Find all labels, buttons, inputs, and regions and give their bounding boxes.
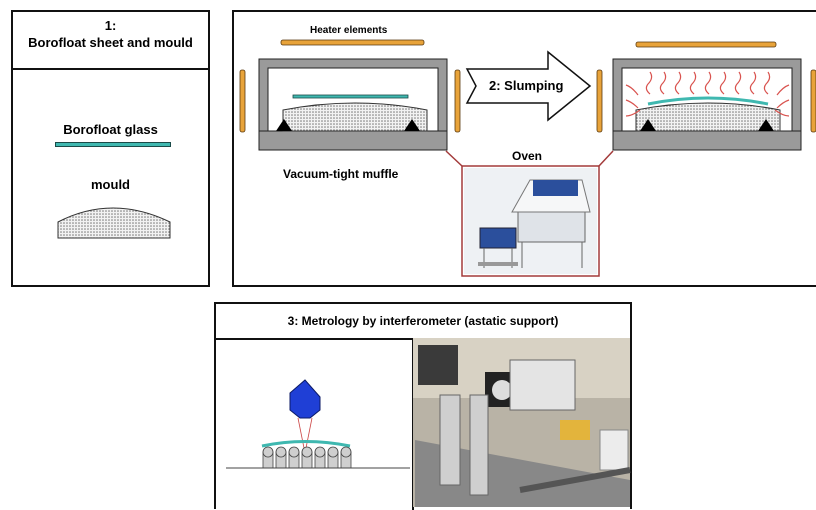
metrology-lab-photo (413, 338, 631, 507)
astatic-supports (262, 446, 352, 469)
oven-callout (445, 150, 614, 277)
vacuum-muffle-label: Vacuum-tight muffle (283, 167, 399, 181)
mould-label: mould (91, 177, 130, 192)
borofloat-glass-label: Borofloat glass (63, 122, 158, 137)
heat-arrows (625, 71, 790, 117)
vacuum-muffle-1 (258, 58, 448, 151)
glass-sample (261, 440, 351, 448)
heater-elements-side (239, 69, 816, 133)
step1-title: Borofloat sheet and mould (28, 35, 193, 50)
slumping-arrow (465, 50, 592, 122)
step1-number: 1: (104, 18, 117, 33)
oven-label: Oven (512, 149, 543, 163)
oven-photo (464, 168, 597, 274)
step3-title: 3: Metrology by interferometer (astatic … (287, 314, 559, 328)
slumping-label: 2: Slumping (489, 78, 564, 93)
step1-panel: 1: Borofloat sheet and mould Borofloat g… (11, 10, 210, 287)
borofloat-glass-sheet (55, 142, 171, 147)
step1-header: 1: Borofloat sheet and mould (13, 12, 208, 70)
heater-elements-label: Heater elements (310, 25, 388, 36)
heater-elements-top (280, 39, 777, 48)
interferometer-probe (289, 379, 321, 449)
